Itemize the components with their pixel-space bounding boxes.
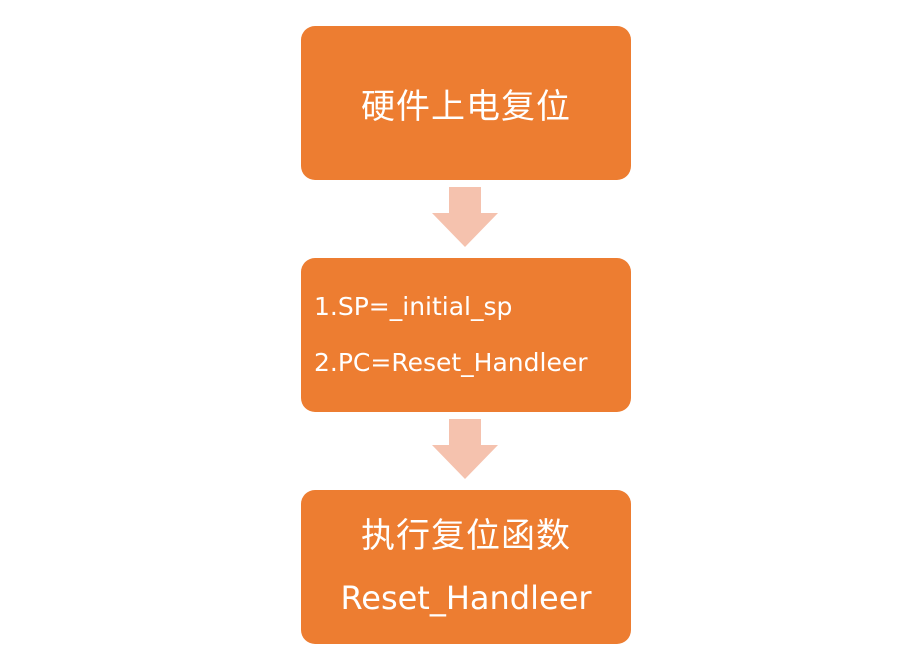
arrow-shape: [432, 187, 498, 247]
flow-step-line-sp: 1.SP=_initial_sp: [314, 292, 513, 321]
flow-step-title: 执行复位函数: [361, 516, 571, 556]
down-arrow-icon: [432, 419, 498, 479]
flow-step-function-name: Reset_Handleer: [340, 579, 592, 617]
flow-step-line-pc: 2.PC=Reset_Handleer: [314, 348, 588, 377]
arrow-shape: [432, 419, 498, 479]
flow-step-hardware-reset: 硬件上电复位: [301, 26, 631, 180]
flow-step-text: 硬件上电复位: [361, 86, 571, 127]
flow-step-run-reset-function: 执行复位函数 Reset_Handleer: [301, 490, 631, 644]
down-arrow-icon: [432, 187, 498, 247]
flow-step-register-init: 1.SP=_initial_sp 2.PC=Reset_Handleer: [301, 258, 631, 412]
